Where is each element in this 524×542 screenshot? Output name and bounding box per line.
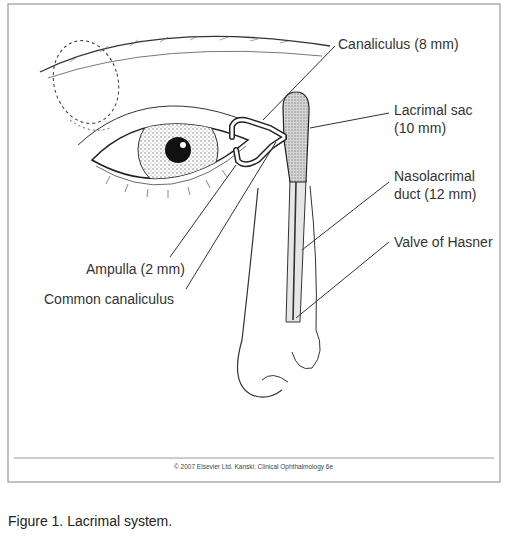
nose-outline — [238, 188, 283, 397]
callout-label: Nasolacrimal duct (12 mm) — [394, 167, 488, 203]
iris — [138, 110, 218, 190]
canaliculi — [232, 120, 284, 164]
figure-caption: Figure 1. Lacrimal system. — [8, 512, 172, 530]
figure-frame — [8, 4, 500, 482]
eyebrow — [48, 51, 322, 78]
callout-label: Lacrimal sac (10 mm) — [394, 101, 478, 137]
nostril — [262, 375, 288, 382]
lower-lid-margin — [96, 146, 246, 185]
lacrimal-sac — [283, 92, 309, 182]
eyebrow — [40, 36, 330, 72]
pupil — [165, 137, 191, 163]
callout-label: Common canaliculus — [44, 290, 174, 308]
callout-label: Ampulla (2 mm) — [86, 260, 185, 278]
pupil-highlight — [180, 142, 186, 148]
eyeball — [138, 110, 218, 190]
leader-line — [170, 46, 389, 318]
frame-rule — [14, 458, 494, 459]
nasolacrimal-duct — [286, 180, 306, 322]
callout-label: Canaliculus (8 mm) — [338, 35, 459, 53]
duct-lumen — [293, 182, 296, 320]
callout-label: Valve of Hasner — [394, 233, 493, 251]
copyright-note: © 2007 Elsevier Ltd. Kanski: Clinical Op… — [174, 462, 333, 471]
lower-lashes — [106, 170, 227, 198]
lacrimal-gland — [44, 33, 128, 131]
